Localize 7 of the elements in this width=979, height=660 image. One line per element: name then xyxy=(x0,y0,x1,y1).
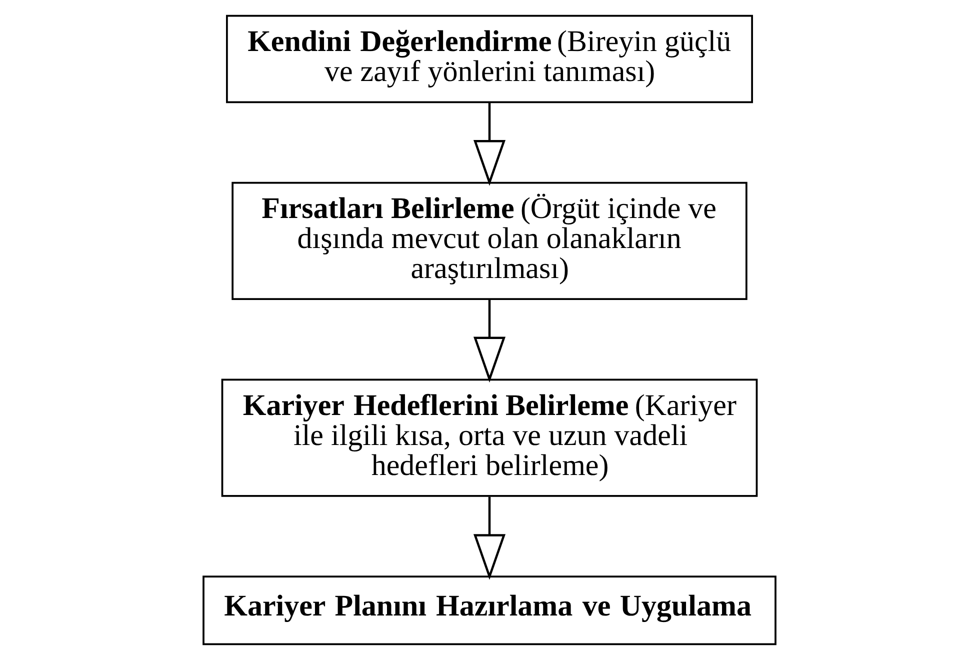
node-box: Kariyer Planını Hazırlama ve Uygulama xyxy=(202,576,776,646)
arrow xyxy=(473,102,506,186)
node-box: Kariyer Hedeflerini Belirleme (Kariyer ile ilgili kısa, orta ve uzun vadeli hedefleri belirleme) xyxy=(221,378,758,497)
arrow xyxy=(473,496,506,580)
node-box: Kendini Değerlendirme (Bireyin güçlü ve zayıf yönlerini tanıması) xyxy=(226,14,753,104)
node-box: Fırsatları Belirleme (Örgüt içinde ve dışında mevcut olan olanakların araştırılması) xyxy=(232,182,748,300)
arrow xyxy=(473,299,506,383)
